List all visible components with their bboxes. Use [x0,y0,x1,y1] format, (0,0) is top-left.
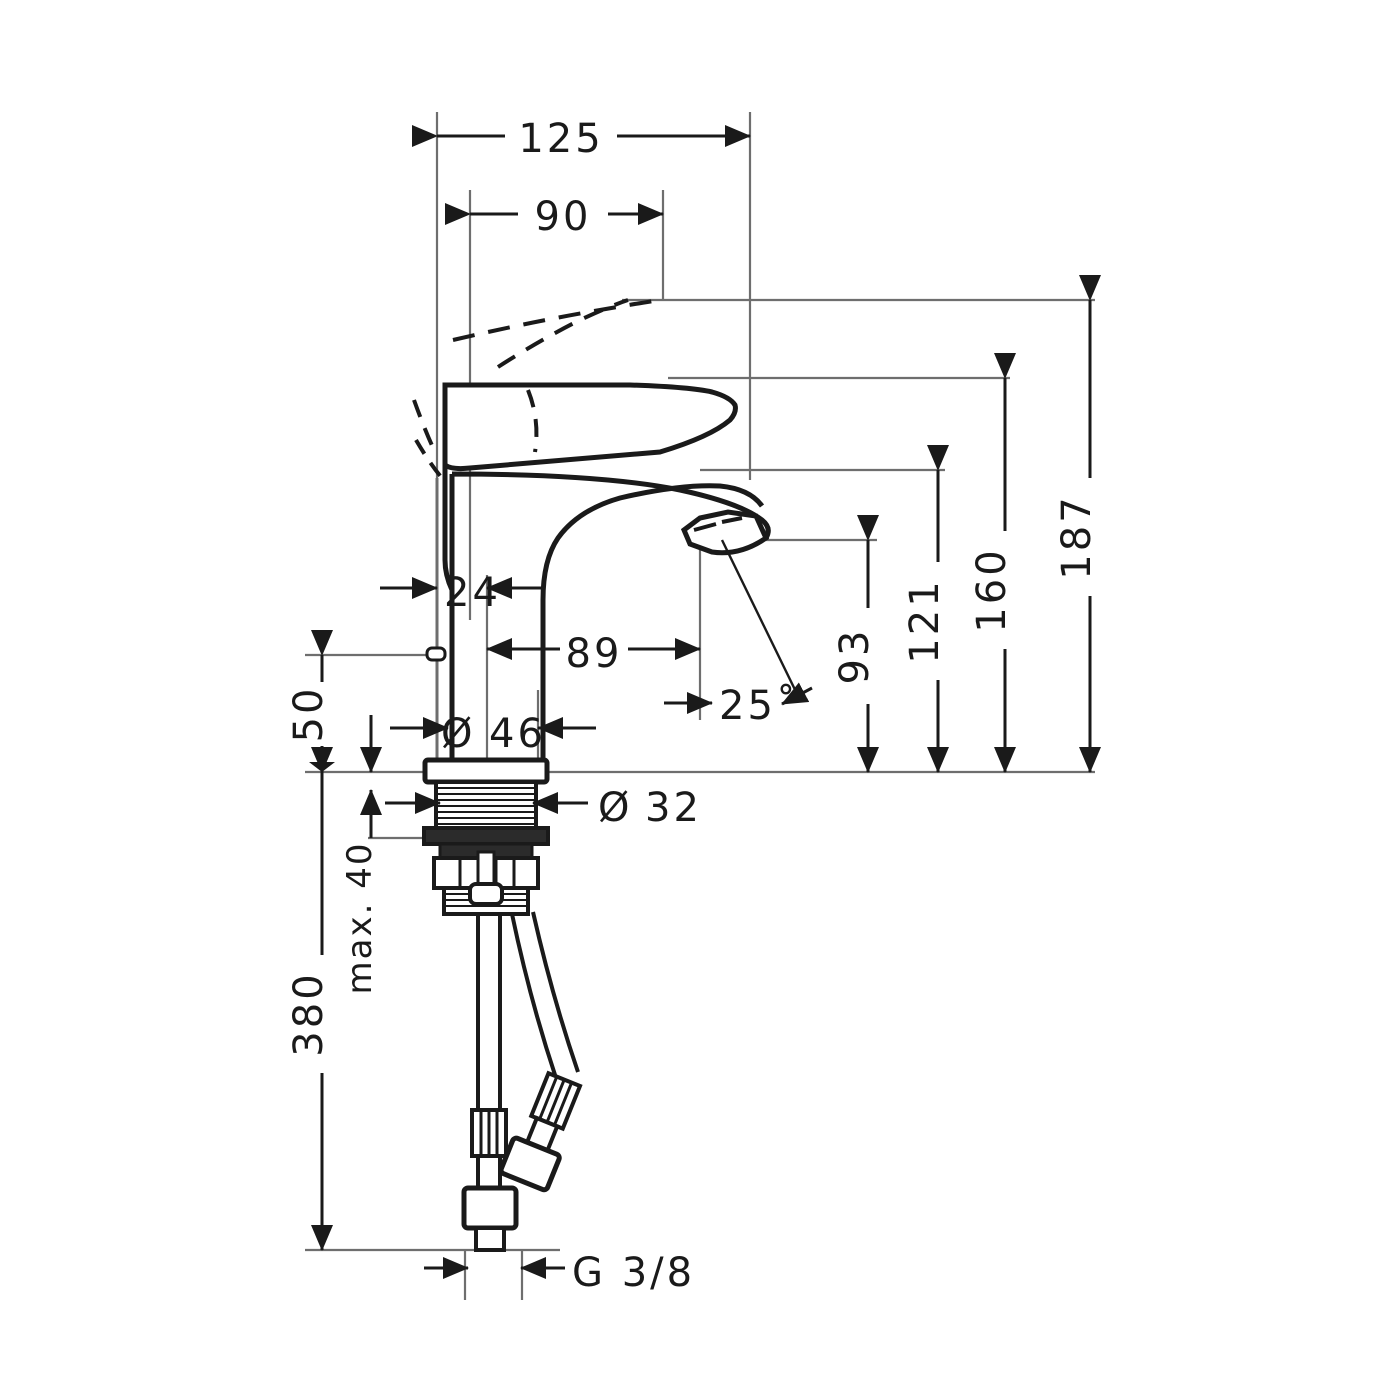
dimension-label-46: 46 [489,711,546,757]
dimension-label-125: 125 [518,116,603,162]
faucet-body-geometry [412,298,771,1252]
angle-label-25: 25˚ [719,683,799,729]
thread-label-g38: G 3/8 [572,1250,695,1296]
dimension-label-90: 90 [535,194,592,240]
diameter-symbol-32: Ø [598,785,632,831]
dimension-label-32: 32 [645,785,702,831]
dimension-label-380: 380 [286,971,332,1056]
dimension-24: 24 [380,570,545,616]
lever-raised-outline [452,298,661,342]
dimension-160: 160 [969,353,1029,773]
dimension-label-160: 160 [969,547,1015,632]
dimension-label-93: 93 [832,628,878,685]
dimension-121: 121 [902,445,962,773]
lever-handle [442,382,738,472]
dimension-label-max40: max. 40 [340,842,380,995]
thread-spec-g38: G 3/8 [424,1250,695,1296]
dimension-label-50: 50 [286,686,332,743]
dimension-label-187: 187 [1054,494,1100,579]
dimension-46: Ø 46 [390,711,596,757]
dimension-187: 187 [1054,275,1114,773]
dimension-label-24: 24 [444,570,501,616]
dimension-diameter-32: Ø 32 [385,785,702,831]
extension-lines [305,112,1095,1300]
dimension-50: 50 [286,630,346,773]
supply-hose-left [476,914,502,1110]
dimension-label-121: 121 [902,578,948,663]
g38-hex-nut-right [498,1135,562,1193]
dimension-max40: max. 40 [340,715,382,995]
pivot-detail [425,646,447,662]
angle-25-degrees: 25˚ [664,539,813,729]
g38-hex-nut-left [461,1185,519,1231]
supply-hose-right [531,911,580,1073]
dimension-89: 89 [486,631,701,677]
dimension-90: 90 [445,190,664,240]
dimension-label-89: 89 [566,631,623,677]
base-flange [422,757,550,785]
aerator-outlet [680,509,770,556]
dimension-93: 93 [832,515,892,773]
dimension-125: 125 [412,112,751,162]
mounting-plate [422,826,550,846]
dimension-380: 380 [286,772,346,1251]
diameter-symbol-46: Ø [441,711,475,757]
